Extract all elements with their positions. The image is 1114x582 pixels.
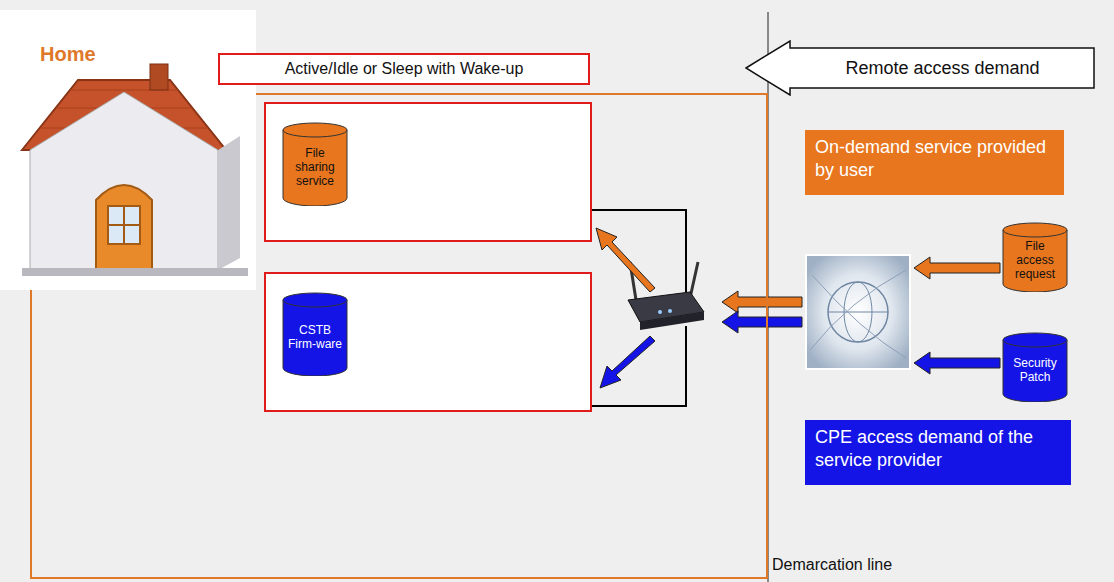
service-box: CPE access demand of the service provide… bbox=[805, 420, 1071, 485]
device-group: File sharing service bbox=[264, 102, 592, 242]
device-group: CSTB Firm-ware bbox=[264, 272, 592, 412]
flow-arrow bbox=[600, 311, 1000, 388]
cylinder-label: File access request bbox=[1002, 240, 1068, 281]
service-label: On-demand service provided by user bbox=[815, 136, 1054, 183]
data-cylinder: File sharing service bbox=[282, 122, 348, 206]
arrow-label: Remote access demand bbox=[845, 58, 1039, 79]
data-cylinder: File access request bbox=[1002, 222, 1068, 292]
cylinder-label: File sharing service bbox=[282, 147, 348, 188]
flow-arrow bbox=[596, 228, 1000, 313]
network-cloud bbox=[806, 255, 910, 369]
wire bbox=[590, 326, 686, 406]
cylinder-label: CSTB Firm-ware bbox=[282, 324, 348, 352]
remote-access-arrow: Remote access demand bbox=[745, 40, 1095, 96]
data-cylinder: CSTB Firm-ware bbox=[282, 292, 348, 376]
boundary-label: Demarcation line bbox=[772, 556, 892, 574]
service-label: CPE access demand of the service provide… bbox=[815, 426, 1061, 473]
state-label: Active/Idle or Sleep with Wake-up bbox=[285, 60, 524, 78]
wire bbox=[590, 210, 686, 292]
service-box: On-demand service provided by user bbox=[805, 130, 1064, 195]
cylinder-label: Security Patch bbox=[1002, 357, 1068, 385]
data-cylinder: Security Patch bbox=[1002, 332, 1068, 402]
state-box: Active/Idle or Sleep with Wake-up bbox=[218, 53, 590, 85]
region-title: Home bbox=[40, 43, 96, 66]
